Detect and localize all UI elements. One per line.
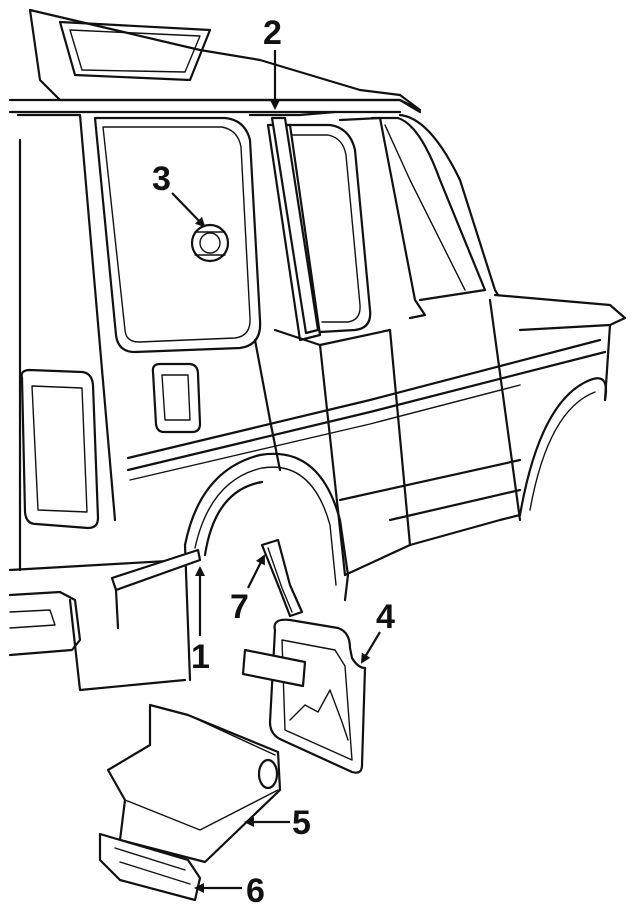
callout-6: 6	[246, 872, 265, 910]
part-1-quarter-molding	[110, 548, 202, 630]
callout-1: 1	[191, 638, 210, 676]
part-4-mud-flap	[241, 618, 367, 774]
callout-labels: 1 2 3 4 5 6 7	[152, 14, 395, 910]
callout-7: 7	[230, 588, 249, 626]
callout-5: 5	[292, 804, 311, 842]
vehicle-body	[8, 8, 627, 692]
part-7-bracket	[260, 538, 304, 618]
part-2-weatherstrip	[270, 116, 320, 335]
part-5-splash-panel	[106, 703, 282, 864]
part-6-lower-shield	[98, 832, 202, 902]
callout-4: 4	[376, 598, 395, 636]
leader-lines	[171, 50, 381, 893]
callout-2: 2	[263, 14, 282, 52]
part-3-clip	[190, 223, 230, 263]
callout-3: 3	[152, 160, 171, 198]
